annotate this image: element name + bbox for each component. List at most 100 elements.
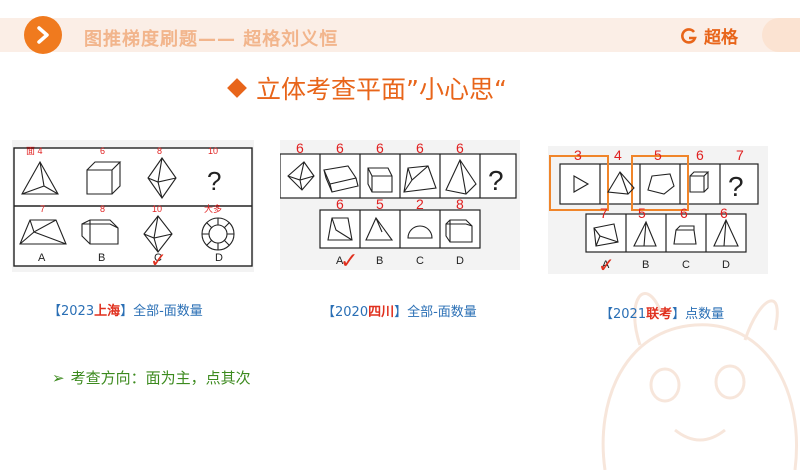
- p3-check-mark: ✓: [598, 253, 615, 274]
- p3-top-num-1: 3: [574, 147, 582, 163]
- p2-question-mark: ?: [488, 165, 504, 196]
- p2-top-num-5: 6: [456, 140, 464, 156]
- prism-b-shape: [673, 225, 697, 245]
- p1-bottom-num-1: 7: [40, 204, 45, 214]
- puzzle-2020-sichuan: 6 6 6 6 6 ? 6 5 2 8 A B C D ✓: [279, 140, 520, 274]
- p1-option-a: A: [38, 252, 46, 264]
- slide-title: 立体考查平面”小心思“: [227, 70, 507, 106]
- p3-bottom-num-3: 6: [680, 205, 688, 221]
- caption-1-pre: 【2023: [48, 304, 95, 319]
- cube-cut-shape: [593, 223, 619, 247]
- p1-option-b: B: [98, 252, 105, 264]
- small-cube-shape: [689, 171, 710, 193]
- caption-puzzle-3: 【2021联考】点数量: [600, 303, 724, 322]
- p2-bottom-num-4: 8: [456, 196, 464, 212]
- puzzle-2-figure: 6 6 6 6 6 ? 6 5 2 8 A B C D ✓: [279, 140, 517, 274]
- puzzle-1-figure: 面 4 6 8 10 ? 7 8 10 大多 A B C D ✓: [13, 146, 253, 272]
- tetrahedron-shape: [607, 171, 635, 195]
- p2-bottom-num-1: 6: [336, 196, 344, 212]
- header-bar: [0, 18, 800, 52]
- hemisphere-shape: [407, 225, 433, 239]
- octahedron-b-shape: [143, 215, 173, 253]
- puzzle-3-figure: 3 4 5 6 7 ? 7 5 6 6 A B C D ✓: [549, 147, 759, 277]
- caption-3-post: 】点数量: [672, 307, 725, 322]
- p1-option-d: D: [215, 252, 223, 264]
- p1-option-c: C: [154, 252, 162, 264]
- p2-option-b: B: [376, 255, 383, 267]
- p2-option-d: D: [456, 255, 464, 267]
- chevron-right-icon: [37, 26, 49, 44]
- p1-bottom-num-3: 10: [152, 204, 162, 214]
- puzzle-2023-shanghai: 面 4 6 8 10 ? 7 8 10 大多 A B C D ✓: [12, 140, 254, 272]
- p3-highlight-2: [631, 155, 689, 211]
- caption-1-region: 上海: [94, 304, 121, 319]
- p3-option-b: B: [642, 259, 649, 271]
- p3-option-d: D: [722, 259, 730, 271]
- brand-logo: 超格: [680, 23, 738, 48]
- pentagon-shape: [647, 173, 675, 195]
- p1-bottom-num-4: 大多: [204, 203, 222, 214]
- caption-puzzle-2: 【2020四川】全部-面数量: [322, 301, 477, 320]
- p3-bottom-num-4: 6: [720, 205, 728, 221]
- octahedron-shape: [147, 157, 177, 199]
- prism-shape: [367, 167, 393, 193]
- pyramid-e-shape: [713, 218, 739, 247]
- note-arrow-icon: ➢: [52, 368, 65, 387]
- pyramid-b-shape: [445, 158, 477, 195]
- p3-highlight-1: [549, 155, 609, 211]
- exam-direction-note: ➢ 考查方向：面为主，点其次: [52, 367, 251, 388]
- mascot-watermark: [601, 292, 798, 470]
- brand-g-icon: [681, 27, 697, 44]
- caption-2-post: 】全部-面数量: [394, 305, 477, 320]
- p1-bottom-num-2: 8: [100, 204, 105, 214]
- parallelepiped-shape: [323, 165, 359, 193]
- p3-option-a: A: [602, 259, 610, 271]
- p1-question-mark: ?: [207, 166, 221, 196]
- p1-top-num-3: 8: [157, 146, 162, 156]
- p3-bottom-num-1: 7: [600, 205, 608, 221]
- p3-top-num-2: 4: [614, 147, 622, 163]
- p3-top-num-5: 7: [736, 147, 744, 163]
- p3-bottom-num-2: 5: [638, 205, 646, 221]
- note-text: 考查方向：面为主，点其次: [70, 369, 251, 387]
- hex-prism-b-shape: [445, 219, 473, 243]
- pyramid-d-shape: [633, 220, 657, 247]
- p2-top-num-2: 6: [336, 140, 344, 156]
- p1-top-num-2: 6: [100, 146, 105, 156]
- pyramid-shape: [21, 160, 59, 195]
- header-title: 图推梯度刷题—— 超格刘义恒: [84, 29, 339, 50]
- caption-2-region: 四川: [368, 305, 395, 320]
- p2-top-num-1: 6: [296, 140, 304, 156]
- p1-check-mark: ✓: [150, 248, 167, 272]
- nav-next-button[interactable]: [24, 16, 62, 54]
- brand-name: 超格: [704, 28, 738, 48]
- caption-3-pre: 【2021: [600, 307, 647, 322]
- p2-option-a: A: [336, 255, 344, 267]
- p1-top-num-1: 面 4: [26, 146, 43, 156]
- p2-top-num-3: 6: [376, 140, 384, 156]
- p2-option-c: C: [416, 255, 424, 267]
- pyramid-c-shape: [365, 216, 394, 241]
- p3-top-num-4: 6: [696, 147, 704, 163]
- p3-option-c: C: [682, 259, 690, 271]
- p2-top-num-4: 6: [416, 140, 424, 156]
- p1-top-num-4: 10: [208, 146, 218, 156]
- slide-title-text: 立体考查平面”小心思“: [256, 75, 507, 104]
- diamond-bullet-icon: [227, 78, 247, 98]
- puzzle-2021-lianKao: 3 4 5 6 7 ? 7 5 6 6 A B C D ✓: [548, 146, 768, 277]
- caption-1-post: 】全部-面数量: [120, 304, 203, 319]
- hex-prism-shape: [81, 219, 119, 245]
- frustum-b-shape: [403, 165, 437, 193]
- p2-bottom-num-3: 2: [416, 196, 424, 212]
- p3-question-mark: ?: [728, 171, 744, 202]
- brand-tab: [762, 18, 800, 52]
- frustum-shape: [19, 219, 67, 245]
- bipyramid-shape: [287, 161, 315, 191]
- cube-shape: [86, 161, 122, 195]
- frustum-c-shape: [327, 217, 353, 241]
- p3-top-num-3: 5: [654, 147, 662, 163]
- caption-puzzle-1: 【2023上海】全部-面数量: [48, 300, 203, 319]
- p2-check-mark: ✓: [340, 249, 358, 270]
- triangle-shape: [573, 175, 590, 193]
- p2-bottom-num-2: 5: [376, 196, 384, 212]
